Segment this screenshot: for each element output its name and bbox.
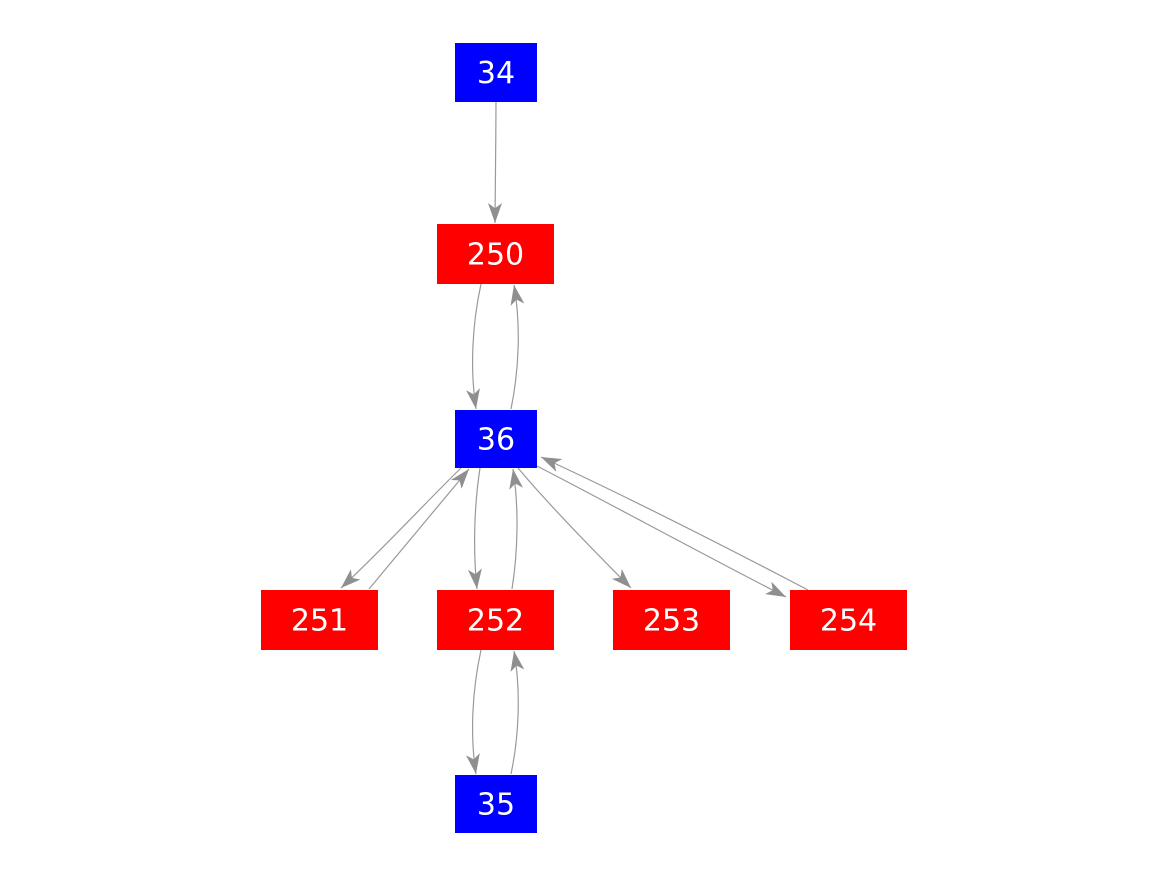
graph-node-254[interactable]: 254: [790, 590, 907, 650]
edge-252-to-36: [509, 468, 524, 590]
edge-34-to-250: [488, 101, 503, 224]
red-node-rect-253[interactable]: [613, 590, 730, 650]
red-node-rect-251[interactable]: [261, 590, 378, 650]
graph-node-252[interactable]: 252: [437, 590, 554, 650]
edge-35-to-252: [510, 650, 525, 775]
node-label-253: 253: [643, 604, 700, 639]
edge-36-to-251: [340, 467, 462, 589]
edge-252-to-35: [465, 649, 482, 775]
edge-250-to-36: [466, 283, 482, 410]
node-label-254: 254: [820, 604, 877, 639]
edge-254-to-36: [540, 456, 809, 591]
node-label-34: 34: [477, 56, 515, 91]
graph-node-251[interactable]: 251: [261, 590, 378, 650]
red-node-rect-254[interactable]: [790, 590, 907, 650]
blue-node-rect-36[interactable]: [455, 410, 537, 468]
blue-node-rect-35[interactable]: [455, 775, 537, 833]
graph-node-36[interactable]: 36: [455, 410, 537, 468]
edge-36-to-252: [467, 467, 482, 590]
node-label-36: 36: [477, 423, 515, 458]
graph-node-34[interactable]: 34: [455, 43, 537, 102]
graph-node-250[interactable]: 250: [437, 224, 554, 284]
node-label-252: 252: [467, 604, 524, 639]
nodes-layer: 34 250 36 251 252 253 254 35: [261, 43, 907, 833]
edge-36-to-254: [536, 465, 787, 598]
blue-node-rect-34[interactable]: [455, 43, 537, 102]
node-label-35: 35: [477, 788, 515, 823]
edge-36-to-250: [510, 284, 525, 410]
edge-251-to-36: [368, 468, 470, 590]
edge-36-to-253: [517, 467, 632, 589]
graph-node-253[interactable]: 253: [613, 590, 730, 650]
red-node-rect-250[interactable]: [437, 224, 554, 284]
graph-node-35[interactable]: 35: [455, 775, 537, 833]
edges-layer: [340, 101, 809, 775]
node-label-251: 251: [291, 604, 348, 639]
red-node-rect-252[interactable]: [437, 590, 554, 650]
node-label-250: 250: [467, 238, 524, 273]
